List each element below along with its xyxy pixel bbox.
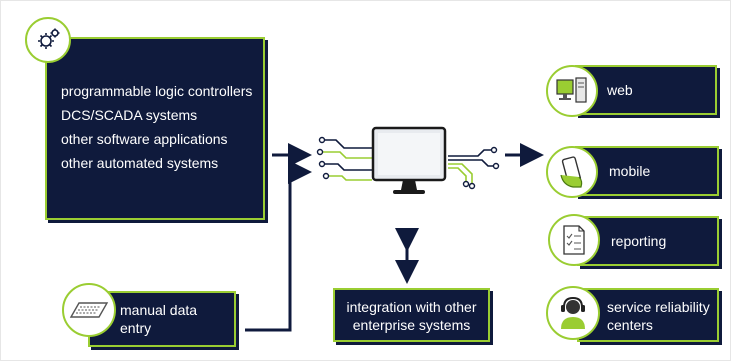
service-icon-badge — [546, 286, 600, 340]
keyboard-icon-badge — [62, 283, 116, 337]
output-src-panel: service reliability centers — [577, 288, 719, 342]
headset-operator-icon — [561, 296, 585, 329]
source-item: DCS/SCADA systems — [61, 107, 198, 123]
output-web-label: web — [607, 82, 633, 98]
manual-entry-label-1: manual data — [120, 302, 198, 318]
web-icon-badge — [546, 65, 598, 117]
output-src-label-2: centers — [607, 317, 653, 333]
output-mobile-label: mobile — [609, 163, 651, 179]
keyboard-icon — [69, 302, 109, 318]
monitor-icon — [371, 126, 447, 194]
output-src-label-1: service reliability — [607, 299, 710, 315]
reporting-icon-badge — [548, 214, 600, 266]
integration-label-1: integration with other — [346, 299, 477, 315]
sources-panel: programmable logic controllers DCS/SCADA… — [45, 37, 265, 220]
output-reporting-label: reporting — [611, 233, 667, 249]
output-reporting-panel: reporting — [577, 216, 719, 266]
gear-icon-badge — [25, 17, 71, 63]
gear-icon — [38, 28, 60, 49]
sources-list: programmable logic controllers DCS/SCADA… — [61, 79, 252, 175]
manual-entry-label-2: entry — [120, 320, 152, 336]
output-mobile-panel: mobile — [575, 146, 719, 196]
source-item: other software applications — [61, 131, 228, 147]
source-item: other automated systems — [61, 155, 219, 171]
integration-label-2: enterprise systems — [352, 317, 471, 333]
circuit-lines-right — [448, 146, 500, 190]
desktop-computer-icon — [556, 77, 587, 103]
integration-panel: integration with other enterprise system… — [333, 288, 490, 342]
arrow-manual-to-core — [245, 160, 312, 332]
smartphone-hand-icon — [560, 156, 583, 188]
report-document-icon — [563, 225, 585, 255]
circuit-lines-left — [316, 136, 372, 181]
source-item: programmable logic controllers — [61, 83, 253, 99]
mobile-icon-badge — [546, 146, 598, 198]
